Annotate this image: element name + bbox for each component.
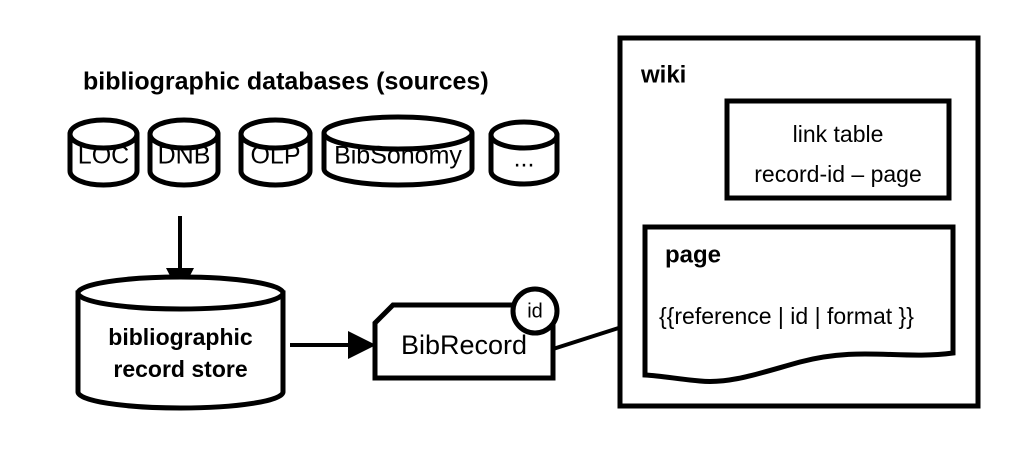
- page-box: [642, 224, 956, 384]
- page-template-text: {{reference | id | format }}: [659, 303, 914, 329]
- link-table-node: link table record-id – page: [724, 98, 952, 201]
- link-table-box: [724, 98, 952, 201]
- sources-title: bibliographic databases (sources): [83, 68, 489, 96]
- source-label: LOC: [78, 142, 129, 170]
- bibliographic-record-store: bibliographic record store: [75, 274, 286, 411]
- bibrecord-label: BibRecord: [401, 330, 527, 360]
- link-table-mapping: record-id – page: [754, 161, 922, 187]
- id-badge-label: id: [527, 300, 543, 322]
- wiki-container: wiki link table record-id – page page {{…: [617, 35, 981, 409]
- arrow-shaft: [552, 323, 629, 351]
- page-node: page {{reference | id | format }}: [642, 224, 956, 384]
- source-label: ...: [514, 145, 535, 173]
- cylinder-body: [75, 290, 286, 411]
- wiki-label: wiki: [640, 61, 686, 88]
- cylinder-top: [67, 117, 140, 151]
- cylinder-top: [75, 274, 286, 312]
- source-label: OLP: [250, 142, 300, 170]
- source-label: DNB: [158, 142, 211, 170]
- bibrecord-box: [372, 302, 556, 381]
- source-cylinder-more: ...: [488, 119, 560, 187]
- source-cylinder-dnb: DNB: [147, 117, 221, 188]
- source-label: BibSonomy: [334, 142, 462, 170]
- link-table-title: link table: [793, 121, 884, 147]
- cylinder-top: [147, 117, 221, 151]
- cylinder-top: [238, 117, 313, 151]
- cylinder-top: [488, 119, 560, 151]
- source-cylinder-olp: OLP: [238, 117, 313, 188]
- cylinder-top: [321, 114, 475, 152]
- source-cylinder-bibsonomy: BibSonomy: [321, 114, 475, 188]
- page-label: page: [665, 241, 721, 268]
- store-label-line1: bibliographic: [108, 324, 253, 350]
- source-cylinder-loc: LOC: [67, 117, 140, 188]
- arrow-head: [348, 331, 376, 359]
- id-badge-circle: [510, 286, 560, 336]
- store-label-line2: record store: [113, 356, 247, 382]
- arrow-store-to-bibrecord: [290, 331, 376, 359]
- bibrecord-node: BibRecord id: [372, 286, 560, 381]
